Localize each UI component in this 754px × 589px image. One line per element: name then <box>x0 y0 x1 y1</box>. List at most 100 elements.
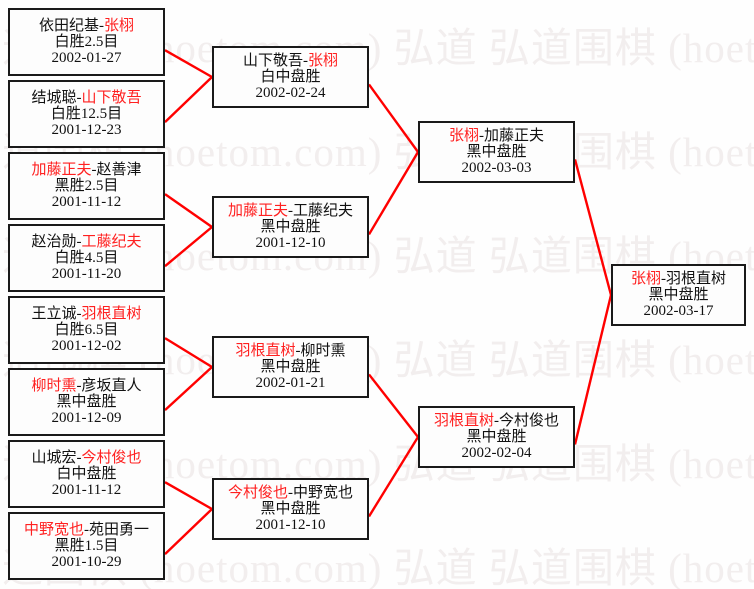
player-loser: 苑田勇一 <box>89 521 150 538</box>
player-loser: 工藤纪夫 <box>293 202 354 219</box>
match-date: 2001-12-23 <box>51 122 122 139</box>
match-players: 王立诚-羽根直树 <box>10 306 163 322</box>
player-loser: 王立诚 <box>31 305 77 322</box>
player-separator: - <box>76 449 82 466</box>
player-loser: 结城聪 <box>31 89 77 106</box>
connector-line <box>164 337 213 369</box>
player-winner: 加藤正夫 <box>31 161 92 178</box>
connector-line <box>573 159 613 296</box>
match-players: 赵治勋-工藤纪夫 <box>10 234 163 250</box>
connector-line <box>164 76 213 124</box>
player-separator: - <box>288 202 293 219</box>
match-result: 黑中盘胜 <box>56 393 117 410</box>
player-loser: 彦坂直人 <box>81 377 142 394</box>
match-date: 2001-12-09 <box>51 410 122 427</box>
match-date: 2002-03-03 <box>461 160 532 177</box>
match-result: 黑中盘胜 <box>260 500 321 517</box>
player-separator: - <box>494 412 499 429</box>
player-separator: - <box>288 484 293 501</box>
player-separator: - <box>295 342 301 359</box>
match-players: 山城宏-今村俊也 <box>10 450 163 466</box>
match-result: 黑中盘胜 <box>260 358 321 375</box>
player-winner: 张栩 <box>104 17 135 34</box>
player-loser: 加藤正夫 <box>484 127 545 144</box>
match-date: 2002-01-27 <box>51 50 122 67</box>
connector-line <box>164 508 213 556</box>
match-result: 黑胜1.5目 <box>54 537 119 554</box>
player-separator: - <box>303 52 308 69</box>
match-result: 黑胜2.5目 <box>54 177 119 194</box>
player-winner: 羽根直树 <box>433 412 494 429</box>
player-loser: 赵治勋 <box>31 233 77 250</box>
match-date: 2001-11-12 <box>51 194 122 211</box>
match-players: 张栩-羽根直树 <box>613 271 744 287</box>
match-date: 2001-11-12 <box>51 482 122 499</box>
player-winner: 张栩 <box>630 270 661 287</box>
connector-line <box>367 436 420 518</box>
match-players: 张栩-加藤正夫 <box>420 128 573 144</box>
match-date: 2002-01-21 <box>255 375 326 392</box>
match-players: 加藤正夫-工藤纪夫 <box>214 203 367 219</box>
player-loser: 依田纪基 <box>38 17 99 34</box>
connector-line <box>368 83 419 153</box>
player-separator: - <box>84 521 89 538</box>
connector-line <box>164 481 213 511</box>
match-result: 黑中盘胜 <box>466 428 527 445</box>
player-winner: 中野宽也 <box>23 521 84 538</box>
match-date: 2001-10-29 <box>51 554 122 571</box>
player-separator: - <box>99 17 104 34</box>
player-separator: - <box>76 233 82 250</box>
match-players: 中野宽也-苑田勇一 <box>10 522 163 538</box>
player-loser: 山城宏 <box>31 449 77 466</box>
player-separator: - <box>76 305 82 322</box>
match-result: 白胜4.5目 <box>54 249 119 266</box>
match-result: 白胜6.5目 <box>54 321 119 338</box>
player-winner: 山下敬吾 <box>81 89 142 106</box>
match-date: 2002-03-17 <box>643 303 714 320</box>
player-loser: 赵善津 <box>96 161 142 178</box>
match-players: 柳时熏-彦坂直人 <box>10 378 163 394</box>
player-separator: - <box>91 161 97 178</box>
match-result: 白中盘胜 <box>56 465 117 482</box>
match-date: 2001-12-10 <box>255 235 326 252</box>
connector-line <box>368 373 419 438</box>
match-players: 加藤正夫-赵善津 <box>10 162 163 178</box>
player-winner: 羽根直树 <box>81 305 142 322</box>
match-date: 2002-02-04 <box>461 445 532 462</box>
match-date: 2001-12-10 <box>255 517 326 534</box>
connector-line <box>164 226 213 268</box>
match-date: 2001-12-02 <box>51 338 122 355</box>
player-separator: - <box>76 377 82 394</box>
match-result: 白胜12.5目 <box>50 105 123 122</box>
player-winner: 张栩 <box>448 127 479 144</box>
player-winner: 今村俊也 <box>81 449 142 466</box>
match-players: 今村俊也-中野宽也 <box>214 485 367 501</box>
player-loser: 今村俊也 <box>499 412 560 429</box>
match-result: 黑中盘胜 <box>260 218 321 235</box>
player-winner: 柳时熏 <box>31 377 77 394</box>
player-separator: - <box>479 127 484 144</box>
match-players: 山下敬吾-张栩 <box>214 53 367 69</box>
player-winner: 张栩 <box>308 52 339 69</box>
connector-line <box>573 294 613 445</box>
player-winner: 今村俊也 <box>227 484 288 501</box>
match-result: 黑中盘胜 <box>466 143 527 160</box>
connector-line <box>164 193 213 228</box>
connector-line <box>367 151 420 236</box>
player-loser: 柳时熏 <box>300 342 346 359</box>
